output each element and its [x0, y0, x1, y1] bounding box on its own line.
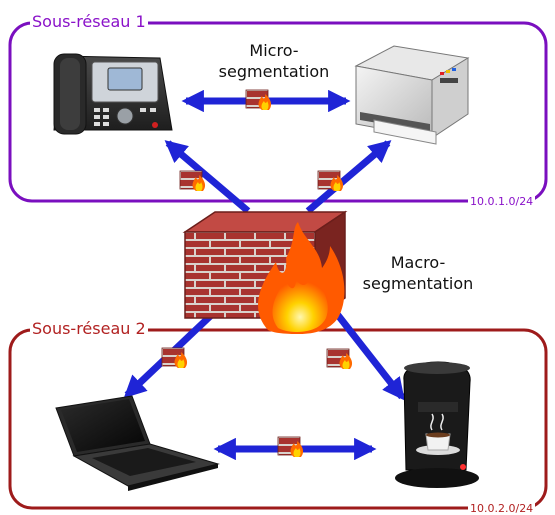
macro-label-line-1: Macro- [390, 253, 446, 272]
micro-label-line-1: Micro- [249, 41, 299, 60]
micro-firewall-icon [277, 436, 304, 458]
micro-firewall-icon [326, 348, 353, 370]
subnet-1-title: Sous-réseau 1 [30, 12, 148, 31]
micro-firewall-icon [317, 170, 344, 192]
coffee-machine-icon [395, 361, 479, 488]
micro-firewall-icon [179, 170, 206, 192]
macro-label-line-2: segmentation [362, 274, 474, 293]
micro-label-line-2: segmentation [218, 62, 330, 81]
arrow-to-coffee-machine [327, 302, 405, 401]
arrow-to-phone [164, 140, 251, 214]
micro-firewall-icon [245, 89, 272, 111]
subnet-1-boundary [8, 21, 548, 203]
printer-icon [354, 45, 470, 145]
micro-firewall-icon [161, 347, 188, 369]
arrow-to-printer [305, 140, 392, 214]
subnet-1-cidr: 10.0.1.0/24 [468, 195, 536, 208]
micro-segmentation-label: Micro- segmentation [212, 40, 336, 82]
macro-segmentation-label: Macro- segmentation [348, 252, 488, 294]
ip-phone-icon [53, 53, 173, 135]
laptop-icon [55, 395, 220, 491]
subnet-2-title: Sous-réseau 2 [30, 319, 148, 338]
subnet-2-cidr: 10.0.2.0/24 [468, 502, 536, 515]
firewall-icon [182, 210, 348, 334]
